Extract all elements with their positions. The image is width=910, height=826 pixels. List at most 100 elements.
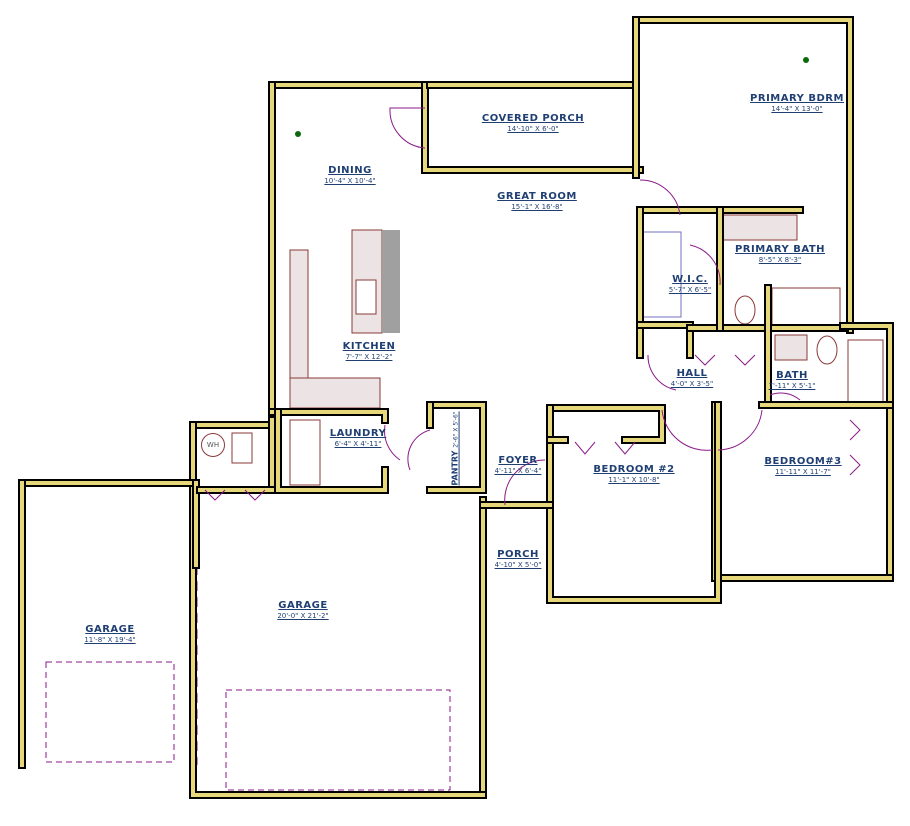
door-swing [769,392,801,401]
bifold-door [849,454,861,476]
door-swing [384,424,401,461]
washer-dryer-icon [289,419,321,486]
bifold-door [614,441,636,455]
garage-door-outline [45,661,175,763]
room-dims: 4'-11" X 6'-4" [494,467,542,475]
room-name: KITCHEN [342,341,396,352]
door-swing [647,354,677,391]
room-dims: 11'-1" X 10'-8" [608,476,660,484]
wall [841,324,892,580]
wall-outline [546,401,722,604]
garage-door-outline [225,689,451,791]
room-wic: W.I.C.5'-7" X 6'-5" [669,274,711,295]
closet-shelf [642,231,682,318]
room-dims: 6'-4" X 4'-11" [334,440,382,448]
toilet-icon [734,295,756,325]
bifold-door [204,489,226,501]
door-swing [389,107,426,149]
room-dims: 20'-0" X 21'-2" [277,612,329,620]
wall [638,323,692,357]
wall-outline [189,421,487,799]
kitchen-sink-icon [355,279,377,315]
kitchen-counter [289,249,309,381]
room-name: BEDROOM#3 [764,456,842,467]
room-dims: 8'-5" X 8'-3" [758,256,802,264]
wall [548,406,664,442]
bifold-door [244,489,266,501]
room-dims: 7'-11" X 5'-1" [768,382,816,390]
bifold-door [734,354,756,366]
room-dims: 2'-6" X 5'-6" [452,411,460,448]
room-pantry: PANTRY 2'-6" X 5'-6" [451,411,460,485]
wall [423,83,642,172]
utility-sink-icon [231,432,253,464]
room-name: PRIMARY BDRM [750,93,844,104]
wall-outline [546,404,666,444]
room-dims: 7'-7" X 12'-2" [345,353,393,361]
wall-outline [636,321,694,359]
wall [634,18,852,332]
room-name: W.I.C. [672,274,708,285]
room-dims: 5'-7" X 6'-5" [668,286,712,294]
door-swing [504,459,546,506]
bifold-door [694,354,716,366]
island-bar [382,230,400,333]
wall [270,410,387,422]
bifold-door [849,419,861,441]
room-name: DINING [328,165,372,176]
door-swing [407,429,431,471]
ceiling-fixture-icon [295,131,301,137]
room-dims: 11'-8" X 19'-4" [84,636,136,644]
room-dims: 14'-10" X 6'-0" [507,125,559,133]
door-swing [639,179,681,216]
water-heater-label: WH [206,441,220,449]
room-name: GARAGE [278,600,328,611]
room-name: HALL [676,368,708,379]
water-heater-icon: WH [201,433,225,457]
room-name: PORCH [497,549,539,560]
room-name: COVERED PORCH [481,113,585,124]
wall [548,403,720,602]
room-dims: 14'-4" X 13'-0" [771,105,823,113]
wall [191,423,485,797]
kitchen-counter [289,377,381,409]
bath-sink-icon [774,334,808,361]
room-dims: 4'-10" X 5'-0" [494,561,542,569]
door-swing [689,244,721,286]
shower-icon [771,287,841,329]
room-name: BATH [776,370,808,381]
room-dims: 4'-0" X 3'-5" [670,380,714,388]
room-name: GREAT ROOM [497,191,577,202]
wall [276,410,387,492]
room-name: BEDROOM #2 [593,464,675,475]
room-name: PRIMARY BATH [734,244,826,255]
room-name: GARAGE [85,624,135,635]
room-dims: 11'-11" X 11'-7" [775,468,831,476]
door-swing [661,409,713,451]
door-swing [717,409,763,451]
vanity [721,214,798,241]
toilet-icon [816,335,838,365]
wall [428,403,485,492]
room-name: FOYER [498,455,538,466]
room-name: LAUNDRY [329,428,387,439]
room-dims: 10'-4" X 10'-4" [324,177,376,185]
bifold-door [574,441,596,455]
